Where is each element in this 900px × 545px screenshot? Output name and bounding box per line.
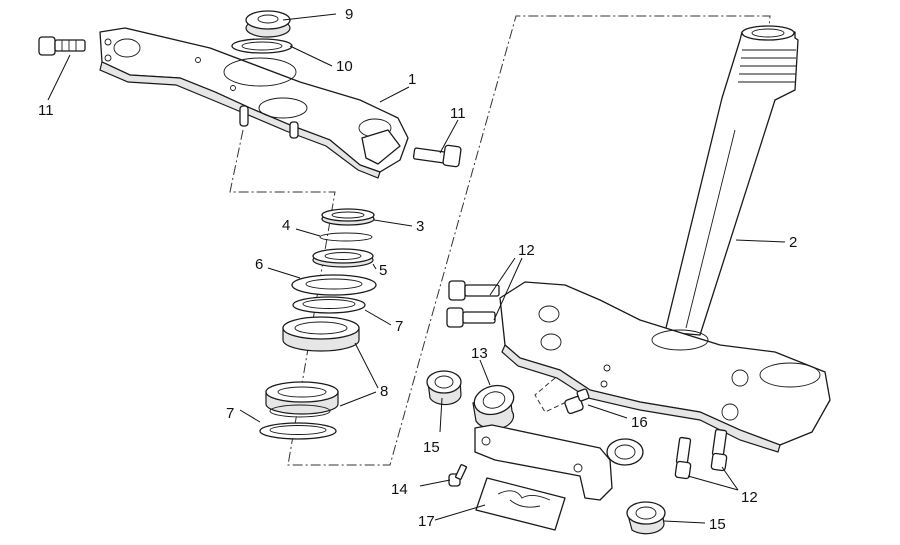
callout-2: 2 (789, 234, 797, 251)
screw-12-upper-pair (446, 280, 500, 328)
callout-8: 8 (380, 383, 388, 400)
bearing-8-upper (282, 316, 360, 352)
top-nut (245, 10, 291, 38)
callout-15-upper: 15 (423, 439, 440, 456)
ring-nut-3 (321, 208, 375, 226)
adjuster-16 (564, 388, 590, 415)
ring-nut-5 (312, 248, 374, 268)
seal-7-upper (292, 296, 366, 314)
bushing-15-upper (426, 370, 462, 406)
callout-10: 10 (336, 58, 353, 75)
callout-7-upper: 7 (395, 318, 403, 335)
callout-11-left: 11 (38, 102, 54, 119)
callouts: 9 10 11 1 11 2 3 4 5 6 7 8 7 12 13 15 16… (38, 6, 797, 533)
upper-steering-plate (99, 27, 409, 179)
callout-15-lower: 15 (709, 516, 726, 533)
callout-7-lower: 7 (226, 405, 234, 422)
callout-6: 6 (255, 256, 263, 273)
callout-14: 14 (391, 481, 408, 498)
callout-1: 1 (408, 71, 416, 88)
callout-17: 17 (418, 513, 435, 530)
screw-12-lower-pair (674, 428, 728, 480)
lock-washer-4 (319, 232, 373, 242)
callout-13: 13 (471, 345, 488, 362)
dust-cover-6 (291, 274, 377, 296)
screw-11-right (412, 144, 462, 168)
bushing-15-lower (626, 501, 666, 535)
leader-lines (47, 13, 786, 524)
callout-12-lower: 12 (741, 489, 758, 506)
bearing-8-lower (265, 381, 339, 418)
callout-12-upper: 12 (518, 242, 535, 259)
callout-11-right: 11 (450, 105, 466, 122)
screw-11-left (38, 36, 86, 56)
callout-16: 16 (631, 414, 648, 431)
callout-3: 3 (416, 218, 424, 235)
washer-10 (231, 38, 293, 54)
screw-14 (448, 464, 467, 487)
bracket-plate (474, 424, 644, 501)
assembly-guide-lines (229, 15, 771, 466)
bushing-13 (472, 384, 515, 430)
callout-5: 5 (379, 262, 387, 279)
steering-stem (664, 25, 799, 336)
eagle-decal (475, 477, 566, 531)
seal-7-lower (259, 422, 337, 440)
callout-4: 4 (282, 217, 290, 234)
lower-steering-plate (499, 281, 831, 453)
callout-9: 9 (345, 6, 353, 23)
